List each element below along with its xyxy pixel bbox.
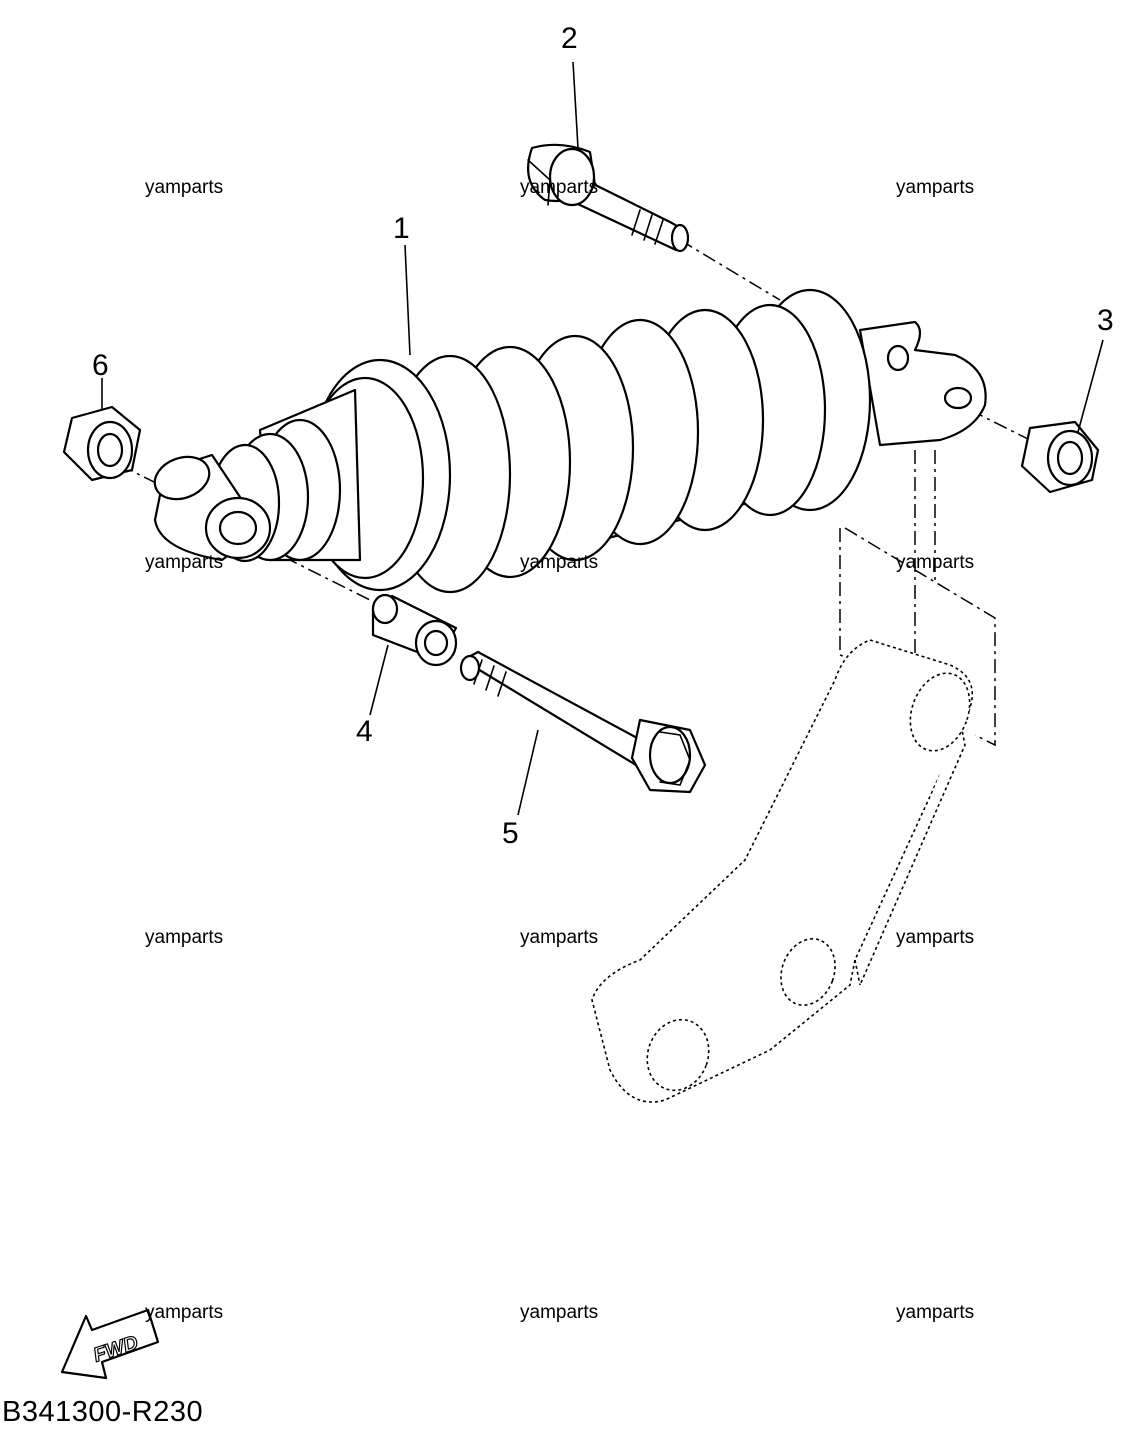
leader-3 <box>1077 339 1104 433</box>
watermark: yamparts <box>896 552 975 573</box>
callout-3: 3 <box>1097 304 1114 337</box>
nut-bottom-left <box>62 405 142 482</box>
watermark: yamparts <box>520 552 599 573</box>
callout-1: 1 <box>393 212 410 245</box>
watermark: yamparts <box>896 1302 975 1323</box>
watermark: yamparts <box>145 1302 224 1323</box>
callout-4: 4 <box>356 715 373 748</box>
leader-4 <box>369 644 389 716</box>
bolt-bottom <box>459 650 707 794</box>
diagram-code: B341300-R230 <box>2 1396 204 1428</box>
leader-1 <box>404 244 411 356</box>
watermark: yamparts <box>145 177 224 198</box>
collar <box>371 593 458 667</box>
callout-6: 6 <box>92 349 109 382</box>
fwd-arrow-icon: FWD <box>60 1308 160 1380</box>
watermark: yamparts <box>145 927 224 948</box>
watermark: yamparts <box>145 552 224 573</box>
leader-5 <box>517 729 539 816</box>
shock-absorber <box>153 288 987 594</box>
callout-5: 5 <box>502 817 519 850</box>
relay-arm-ghost <box>591 639 974 1103</box>
callout-2: 2 <box>561 22 578 55</box>
nut-top-right <box>1020 420 1100 494</box>
watermark: yamparts <box>520 177 599 198</box>
leader-2 <box>572 61 579 149</box>
watermark: yamparts <box>520 927 599 948</box>
centerline-collar-4 <box>259 544 381 606</box>
watermark: yamparts <box>896 927 975 948</box>
centerline-bolt-2 <box>679 239 781 301</box>
watermark: yamparts <box>896 177 975 198</box>
link-bracket-right <box>844 527 996 747</box>
watermark: yamparts <box>520 1302 599 1323</box>
bolt-top <box>527 143 690 253</box>
